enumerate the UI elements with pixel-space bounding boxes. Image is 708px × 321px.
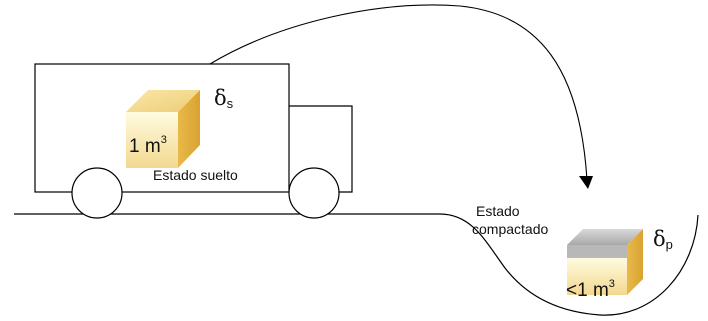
truck-rear-wheel bbox=[71, 167, 123, 219]
loose-state-label: Estado suelto bbox=[153, 167, 238, 183]
loose-density-symbol: δs bbox=[214, 86, 234, 111]
cube-side-face bbox=[178, 90, 200, 168]
compacted-state-label-line1: Estado bbox=[476, 203, 520, 219]
truck bbox=[34, 63, 353, 219]
loose-volume-label: 1 m3 bbox=[129, 134, 167, 157]
truck-box bbox=[34, 63, 290, 193]
compacted-volume-cube: <1 m3 bbox=[566, 229, 643, 301]
transfer-arrow bbox=[209, 4, 588, 181]
compacted-volume-label: <1 m3 bbox=[566, 278, 615, 301]
arrow-head-icon bbox=[579, 176, 593, 189]
compacted-grey-front-layer bbox=[567, 245, 627, 258]
cube-top-face bbox=[126, 90, 200, 112]
truck-front-wheel bbox=[288, 167, 340, 219]
compacted-density-symbol: δp bbox=[653, 227, 673, 252]
compacted-grey-top-face bbox=[567, 229, 643, 245]
compacted-front-face bbox=[567, 258, 627, 295]
loose-volume-cube: 1 m3 bbox=[126, 90, 200, 168]
compacted-side-face bbox=[627, 229, 643, 295]
cube-front-face bbox=[126, 112, 178, 168]
ground-line bbox=[14, 213, 699, 316]
compacted-state-label-line2: compactado bbox=[472, 221, 548, 237]
